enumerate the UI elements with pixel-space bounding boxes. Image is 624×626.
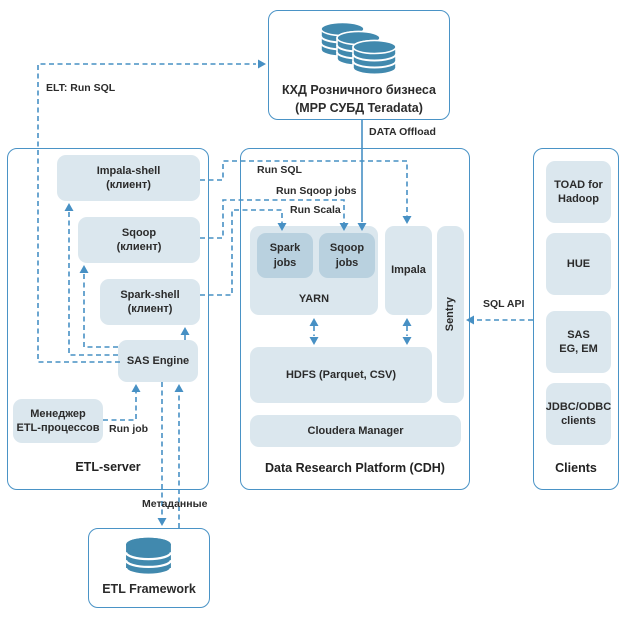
- jdbc-line2: clients: [561, 415, 596, 427]
- hue-label: HUE: [566, 257, 591, 270]
- node-sqoop-client: Sqoop (клиент): [78, 217, 200, 263]
- sqoop-client-line2: (клиент): [116, 241, 162, 253]
- node-sas-eg: SAS EG, EM: [546, 311, 611, 373]
- db-cylinder: [125, 537, 173, 576]
- impala-shell-line1: Impala-shell: [96, 164, 161, 177]
- cdh-section-label: Data Research Platform (CDH): [265, 461, 445, 475]
- label-run-scala: Run Scala: [290, 204, 341, 216]
- etl-server-section-label: ETL-server: [75, 460, 141, 474]
- spark-shell-line2: (клиент): [127, 303, 173, 315]
- label-run-sqoop-jobs: Run Sqoop jobs: [276, 185, 357, 197]
- etl-manager-line2: ETL-процессов: [16, 422, 100, 434]
- node-sas-engine: SAS Engine: [118, 340, 198, 382]
- node-toad: TOAD for Hadoop: [546, 161, 611, 223]
- impala-shell-line2: (клиент): [106, 179, 151, 191]
- arrowhead-right: [258, 59, 266, 69]
- node-impala: Impala: [385, 226, 432, 315]
- clients-section-label: Clients: [555, 461, 597, 475]
- database-icon: [125, 537, 173, 576]
- jdbc-line1: JDBC/ODBC: [545, 400, 612, 413]
- spark-jobs-line2: jobs: [273, 256, 297, 269]
- toad-line1: TOAD for: [554, 178, 603, 191]
- node-impala-shell: Impala-shell (клиент): [57, 155, 200, 201]
- label-run-job: Run job: [109, 423, 149, 435]
- node-sentry: Sentry: [437, 226, 464, 403]
- impala-label: Impala: [391, 264, 426, 277]
- etl-framework-container: ETL Framework: [88, 528, 210, 608]
- sas-engine-label: SAS Engine: [126, 354, 190, 367]
- label-run-sql: Run SQL: [257, 164, 302, 176]
- teradata-title-line2: (MPP СУБД Teradata): [295, 100, 423, 115]
- sqoop-jobs-line2: jobs: [335, 256, 359, 269]
- cloudera-manager-label: Cloudera Manager: [307, 424, 404, 437]
- yarn-label: YARN: [298, 292, 330, 305]
- teradata-title: КХД Розничного бизнеса (MPP СУБД Teradat…: [269, 82, 449, 117]
- node-jdbc: JDBC/ODBC clients: [546, 383, 611, 445]
- sqoop-jobs-line1: Sqoop: [329, 242, 365, 255]
- arrowhead-down: [157, 518, 167, 526]
- database-stack-icon: [320, 21, 397, 77]
- node-sqoop-jobs: Sqoop jobs: [319, 233, 375, 278]
- teradata-container: КХД Розничного бизнеса (MPP СУБД Teradat…: [268, 10, 450, 120]
- sas-eg-line2: EG, EM: [559, 343, 598, 355]
- node-hdfs: HDFS (Parquet, CSV): [250, 347, 432, 403]
- node-spark-jobs: Spark jobs: [257, 233, 313, 278]
- label-metadata: Метаданные: [142, 498, 208, 510]
- teradata-title-line1: КХД Розничного бизнеса: [282, 83, 436, 97]
- sentry-label: Sentry: [444, 297, 457, 332]
- spark-shell-line1: Spark-shell: [120, 288, 180, 301]
- etl-framework-label: ETL Framework: [102, 582, 196, 596]
- node-etl-manager: Менеджер ETL-процессов: [13, 399, 103, 443]
- db-cylinder-front: [352, 39, 397, 77]
- node-spark-shell: Spark-shell (клиент): [100, 279, 200, 325]
- sqoop-client-line1: Sqoop: [121, 226, 157, 239]
- label-sql-api: SQL API: [483, 298, 525, 310]
- label-data-offload: DATA Offload: [369, 126, 436, 138]
- toad-line2: Hadoop: [558, 193, 599, 205]
- etl-manager-line1: Менеджер: [30, 407, 86, 420]
- node-cloudera-manager: Cloudera Manager: [250, 415, 461, 447]
- label-elt-run-sql: ELT: Run SQL: [46, 82, 116, 94]
- node-hue: HUE: [546, 233, 611, 295]
- sas-eg-line1: SAS: [567, 328, 590, 341]
- spark-jobs-line1: Spark: [269, 242, 301, 255]
- hdfs-label: HDFS (Parquet, CSV): [285, 368, 396, 381]
